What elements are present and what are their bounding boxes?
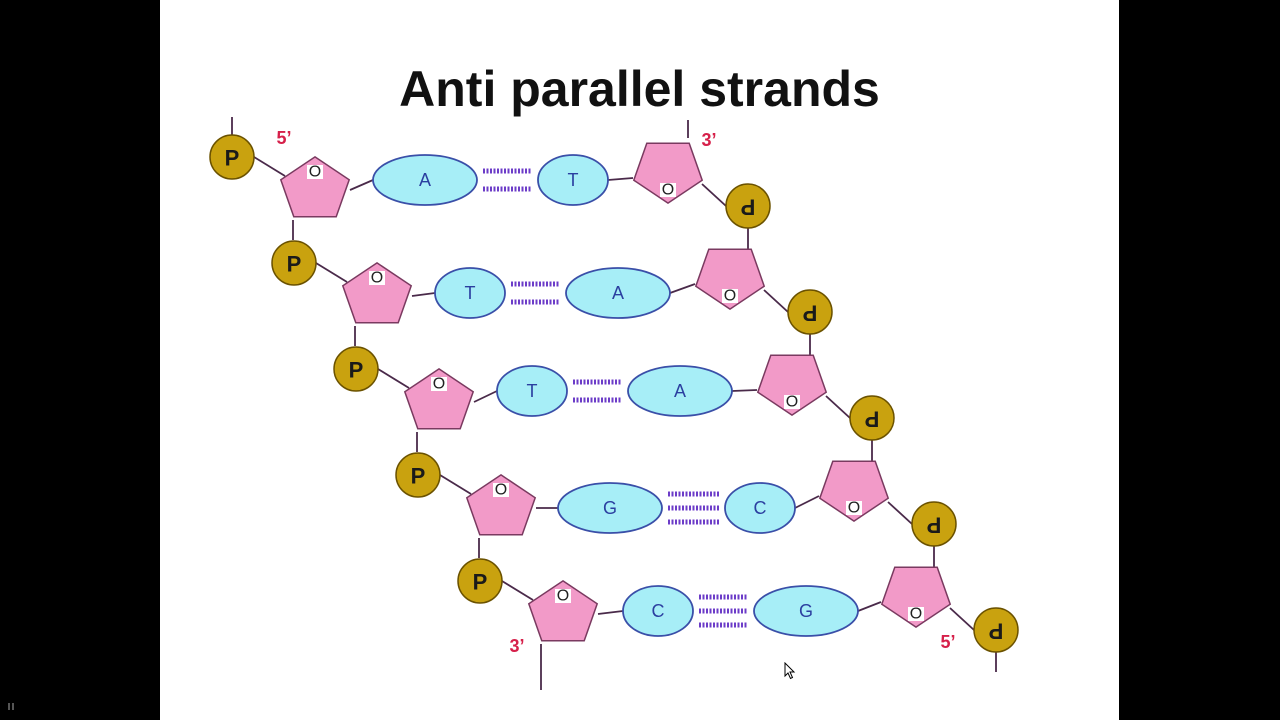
right-sugar-3: [756, 354, 828, 417]
right-phosphate-1: [725, 183, 771, 229]
right-sugar-3-oxygen-gap: [784, 395, 800, 409]
left-phosphate-link-5: [501, 580, 534, 601]
right-sugar-1-oxygen-gap: [660, 183, 676, 197]
left-phosphate-1-label: P: [225, 146, 240, 171]
left-phosphate-link-4: [439, 474, 472, 495]
left-phosphate-2-label: P: [287, 252, 302, 277]
left-sugar-3: [403, 367, 475, 430]
right-phosphate-4: [911, 501, 957, 547]
right-base-1-letter: T: [568, 170, 579, 190]
left-sugar-5: [527, 579, 599, 642]
right-sugar-2-oxygen: O: [724, 288, 736, 305]
right-sugar-1: [632, 142, 704, 205]
right-phosphate-3: [849, 395, 895, 441]
pause-icon[interactable]: [8, 703, 16, 711]
left-sugar-5-oxygen-gap: [555, 589, 571, 603]
right-base-4-letter: C: [754, 498, 767, 518]
right-glycosidic-link-5: [857, 601, 882, 612]
right-glycosidic-link-2: [669, 283, 696, 294]
left-base-1-letter: A: [419, 170, 431, 190]
right-sugar-3-oxygen: O: [786, 394, 798, 411]
right-glycosidic-link-3: [731, 389, 758, 392]
right-base-2: [565, 267, 671, 319]
right-phosphate-5: [973, 607, 1019, 653]
slide: Anti parallel strands O O P P A T O O P P T A O O P P T A…: [160, 0, 1119, 720]
right-base-1: [537, 154, 609, 206]
right-sugar-2-oxygen-gap: [722, 289, 738, 303]
right-glycosidic-link-4: [794, 495, 820, 509]
left-sugar-2: [341, 261, 413, 324]
left-base-1: [372, 154, 478, 206]
right-phosphate-link-2: [763, 289, 789, 313]
left-sugar-4-oxygen: O: [495, 482, 507, 499]
left-three-prime-label: 3’: [509, 636, 524, 656]
right-phosphate-4-label: P: [927, 513, 942, 538]
right-five-prime-label: 5’: [940, 632, 955, 652]
left-base-2: [434, 267, 506, 319]
mouse-cursor-icon: [784, 662, 796, 680]
left-sugar-2-oxygen-gap: [369, 271, 385, 285]
left-base-5-letter: C: [652, 601, 665, 621]
right-phosphate-1-label: P: [741, 195, 756, 220]
left-base-4-letter: G: [603, 498, 617, 518]
left-base-5: [622, 585, 694, 637]
right-phosphate-2: [787, 289, 833, 335]
left-sugar-4-oxygen-gap: [493, 483, 509, 497]
right-glycosidic-link-1: [607, 177, 634, 181]
left-sugar-2-oxygen: O: [371, 270, 383, 287]
left-phosphate-2: [271, 240, 317, 286]
left-phosphate-4: [395, 452, 441, 498]
right-sugar-1-oxygen: O: [662, 182, 674, 199]
dna-antiparallel-diagram: O O P P A T O O P P T A O O P P T A O O P P G C O O P P C G 5’ 3’ 3’ 5’: [209, 117, 1019, 690]
left-phosphate-4-label: P: [411, 464, 426, 489]
left-glycosidic-link-2: [411, 292, 436, 297]
left-sugar-3-oxygen: O: [433, 376, 445, 393]
right-sugar-4: [818, 460, 890, 523]
left-phosphate-link-3: [377, 368, 410, 389]
right-phosphate-3-label: P: [865, 407, 880, 432]
right-sugar-5: [880, 566, 952, 629]
left-sugar-3-oxygen-gap: [431, 377, 447, 391]
left-phosphate-5: [457, 558, 503, 604]
right-base-2-letter: A: [612, 283, 624, 303]
slide-title: Anti parallel strands: [399, 61, 880, 117]
right-base-5: [753, 585, 859, 637]
left-glycosidic-link-5: [597, 610, 624, 615]
left-phosphate-link-2: [315, 262, 348, 283]
left-phosphate-5-label: P: [473, 570, 488, 595]
right-phosphate-link-1: [701, 183, 727, 207]
left-base-2-letter: T: [465, 283, 476, 303]
left-phosphate-link-1: [253, 156, 286, 177]
right-base-5-letter: G: [799, 601, 813, 621]
right-phosphate-link-3: [825, 395, 851, 419]
right-base-3-letter: A: [674, 381, 686, 401]
left-sugar-1: [279, 155, 351, 218]
right-phosphate-link-4: [887, 501, 913, 525]
left-five-prime-label: 5’: [276, 128, 291, 148]
right-phosphate-5-label: P: [989, 619, 1004, 644]
left-sugar-5-oxygen: O: [557, 588, 569, 605]
right-sugar-4-oxygen-gap: [846, 501, 862, 515]
right-sugar-2: [694, 248, 766, 311]
left-phosphate-1: [209, 134, 255, 180]
left-glycosidic-link-1: [349, 179, 374, 191]
right-three-prime-label: 3’: [701, 130, 716, 150]
left-sugar-1-oxygen: O: [309, 164, 321, 181]
left-phosphate-3-label: P: [349, 358, 364, 383]
left-sugar-4: [465, 473, 537, 536]
right-base-4: [724, 482, 796, 534]
right-phosphate-2-label: P: [803, 301, 818, 326]
left-sugar-1-oxygen-gap: [307, 165, 323, 179]
right-sugar-4-oxygen: O: [848, 500, 860, 517]
left-glycosidic-link-3: [473, 390, 498, 403]
right-sugar-5-oxygen: O: [910, 606, 922, 623]
left-phosphate-3: [333, 346, 379, 392]
right-phosphate-link-5: [949, 607, 975, 631]
left-base-3: [496, 365, 568, 417]
right-base-3: [627, 365, 733, 417]
left-base-4: [557, 482, 663, 534]
left-base-3-letter: T: [527, 381, 538, 401]
right-sugar-5-oxygen-gap: [908, 607, 924, 621]
